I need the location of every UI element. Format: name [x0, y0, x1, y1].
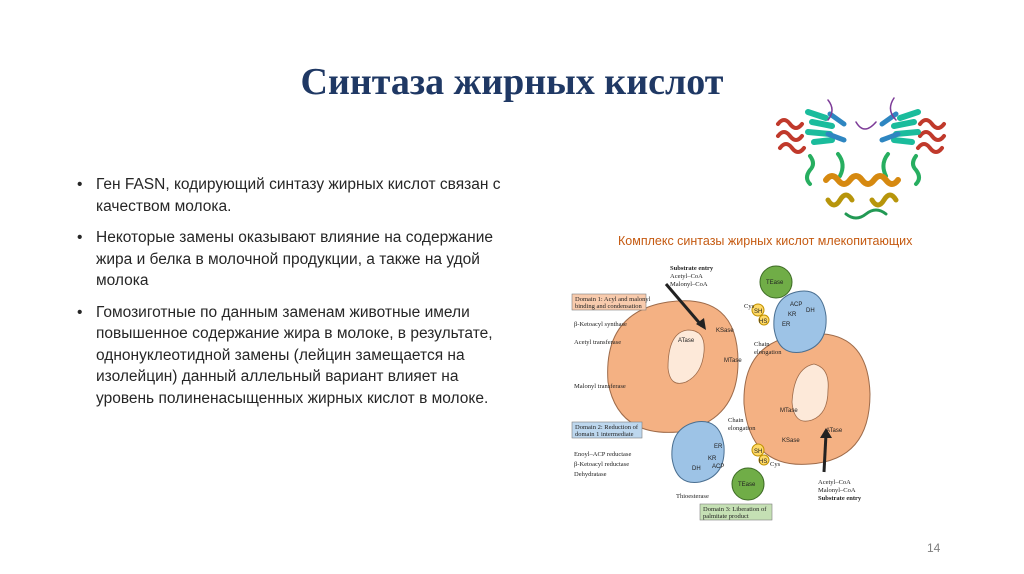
substrate-entry-bottom: Substrate entry — [818, 495, 862, 502]
bullet-item: Гомозиготные по данным заменам животные … — [74, 302, 514, 410]
ksase-bottom: KSase — [782, 438, 800, 444]
green-domain-top — [759, 265, 793, 299]
bullet-list: Ген FASN, кодирующий синтазу жирных кисл… — [74, 174, 514, 419]
sh-top: SH — [754, 309, 762, 315]
label-ketoacyl-synthase: β-Ketoacyl synthase — [574, 321, 627, 328]
hs-bottom: HS — [759, 459, 767, 465]
label-acetyl-transferase: Acetyl transferase — [574, 339, 621, 346]
dh-top: DH — [806, 308, 815, 314]
label-enoyl-acp-reductase: Enoyl–ACP reductase — [574, 451, 631, 458]
slide-title: Синтаза жирных кислот — [300, 61, 724, 103]
label-ketoacyl-reductase: β-Ketoacyl reductase — [574, 461, 629, 468]
hs-top: HS — [759, 319, 767, 325]
blue-domain-top — [773, 290, 827, 353]
page-number: 14 — [927, 541, 941, 555]
chain-elongation-top-2: elongation — [754, 349, 782, 356]
label-dehydratase: Dehydratase — [574, 471, 607, 478]
mtase-top: MTase — [724, 358, 742, 364]
cys-top: Cys — [744, 303, 755, 310]
chain-elongation-top-1: Chain — [754, 341, 770, 348]
fas-complex-diagram: Domain 1: Acyl and malonyl binding and c… — [571, 265, 871, 521]
domain1-line1: Domain 1: Acyl and malonyl — [575, 296, 651, 303]
atase-bottom: ATase — [826, 428, 843, 434]
er-bottom: ER — [714, 444, 723, 450]
tease-top: TEase — [766, 280, 784, 286]
bullet-item: Некоторые замены оказывают влияние на со… — [74, 227, 514, 292]
domain2-line1: Domain 2: Reduction of — [575, 424, 639, 431]
acetyl-coa-top: Acetyl–CoA — [670, 273, 703, 280]
domain2-line2: domain 1 intermediate — [575, 431, 634, 438]
label-malonyl-transferase: Malonyl transferase — [574, 383, 626, 390]
domain3-line2: palmitate product — [703, 513, 749, 520]
kr-bottom: KR — [708, 456, 717, 462]
blue-domain-bottom — [671, 421, 725, 483]
chain-elongation-mid-2: elongation — [728, 425, 756, 432]
er-top: ER — [782, 322, 791, 328]
domain3-line1: Domain 3: Liberation of — [703, 506, 767, 513]
acetyl-coa-bottom: Acetyl–CoA — [818, 479, 851, 486]
domain1-line2: binding and condensation — [575, 303, 643, 310]
acp-top: ACP — [790, 302, 802, 308]
ksase-top: KSase — [716, 328, 734, 334]
cys-bottom: Cys — [770, 461, 781, 468]
chain-elongation-mid-1: Chain — [728, 417, 744, 424]
tease-bottom: TEase — [738, 482, 756, 488]
protein-structure-image — [776, 97, 946, 220]
dh-bottom: DH — [692, 466, 701, 472]
malonyl-coa-top: Malonyl–CoA — [670, 281, 708, 288]
substrate-entry-top: Substrate entry — [670, 265, 714, 272]
green-domain-bottom — [731, 467, 765, 501]
malonyl-coa-bottom: Malonyl–CoA — [818, 487, 856, 494]
figure-caption: Комплекс синтазы жирных кислот млекопита… — [618, 234, 913, 248]
label-thioesterase: Thioesterase — [676, 493, 709, 500]
acp-bottom: ACP — [712, 464, 724, 470]
bullet-item: Ген FASN, кодирующий синтазу жирных кисл… — [74, 174, 514, 217]
sh-bottom: SH — [754, 449, 762, 455]
mtase-bottom: MTase — [780, 408, 798, 414]
atase-top: ATase — [678, 338, 695, 344]
kr-top: KR — [788, 312, 797, 318]
